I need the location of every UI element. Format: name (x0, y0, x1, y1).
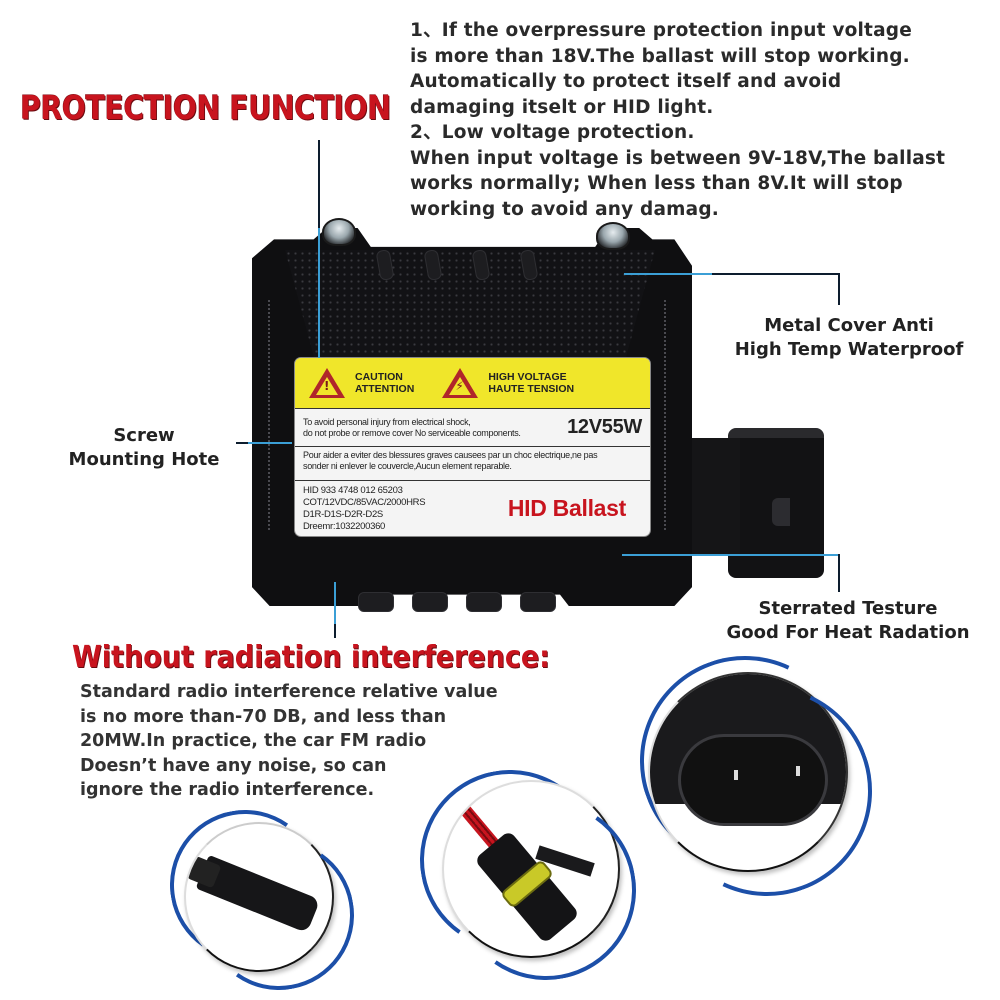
radiation-line: Doesn’t have any noise, so can (80, 755, 387, 776)
warning-strip: ! CAUTION ATTENTION ⚡ HIGH VOLTAGE HAUTE… (295, 358, 650, 408)
callout-line: Mounting Hote (68, 449, 220, 470)
protection-line: 1、If the overpressure protection input v… (410, 20, 912, 41)
leader-line-radiation (334, 582, 336, 624)
callout-line: Metal Cover Anti (764, 315, 934, 336)
radiation-description: Standard radio interference relative val… (80, 680, 600, 803)
leader-line-radiation (334, 624, 336, 638)
spec-row: HID 933 4748 012 65203 COT/12VDC/85VAC/2… (295, 480, 650, 536)
callout-line: Screw (113, 425, 175, 446)
english-warning-row: To avoid personal injury from electrical… (295, 408, 650, 446)
cooling-rib (358, 592, 394, 612)
spec-line: Dreemr:1032200360 (303, 520, 386, 532)
detail-waterproof-connector (405, 755, 651, 995)
leader-line-metal-cover (838, 273, 840, 305)
radiation-line: Standard radio interference relative val… (80, 682, 498, 702)
warning-fr-line: sonder ni enlever le couvercle,Aucun ele… (303, 460, 512, 471)
leader-line-metal-cover (624, 273, 714, 275)
protection-line: Automatically to protect itself and avoi… (410, 71, 842, 92)
french-warning-row: Pour aider a eviter des blessures graves… (295, 446, 650, 480)
haute-tension-label: HAUTE TENSION (488, 383, 575, 395)
warning-en-line: To avoid personal injury from electrical… (303, 417, 471, 427)
protection-function-heading: PROTECTION FUNCTION (20, 88, 391, 127)
ballast-metal-cover (285, 250, 655, 360)
detail-oval-socket (610, 626, 902, 926)
callout-line: Good For Heat Radation (726, 622, 970, 643)
serrated-fins-left (268, 300, 282, 530)
cooling-rib (466, 592, 502, 612)
leader-line-serrated (838, 554, 840, 592)
leader-line-protection (318, 140, 320, 228)
callout-line: High Temp Waterproof (734, 339, 964, 360)
callout-metal-cover: Metal Cover Anti High Temp Waterproof (704, 314, 994, 362)
spec-list: HID 933 4748 012 65203 COT/12VDC/85VAC/2… (303, 484, 426, 533)
high-voltage-icon: ⚡ (442, 368, 479, 398)
serrated-fins-right (664, 300, 678, 530)
callout-line: Sterrated Testure (758, 598, 938, 619)
protection-line: working to avoid any damag. (410, 198, 720, 220)
protection-line: 2、Low voltage protection. (410, 122, 695, 143)
protection-line: When input voltage is between 9V-18V,The… (410, 147, 946, 169)
detail-circle (442, 780, 620, 958)
ballast-label-sticker: ! CAUTION ATTENTION ⚡ HIGH VOLTAGE HAUTE… (295, 358, 650, 536)
leader-line-metal-cover (712, 273, 798, 275)
leader-line-screw (236, 442, 248, 444)
radiation-heading: Without radiation interference: (72, 640, 550, 675)
callout-serrated: Sterrated Testure Good For Heat Radation (698, 597, 998, 645)
callout-screw: Screw Mounting Hote (44, 424, 244, 472)
mounting-screw-icon (322, 218, 356, 246)
radiation-line: 20MW.In practice, the car FM radio (80, 731, 427, 751)
protection-line: damaging itselt or HID light. (410, 96, 714, 118)
caution-warning-icon: ! (309, 368, 345, 398)
power-rating: 12V55W (567, 416, 642, 439)
protection-line: works normally; When less than 8V.It wil… (410, 173, 903, 194)
spec-line: COT/12VDC/85VAC/2000HRS (303, 496, 426, 508)
detail-circle (648, 672, 848, 872)
cooling-rib (412, 592, 448, 612)
leader-line-protection (318, 228, 320, 358)
socket-pin-icon (734, 770, 738, 780)
product-name: HID Ballast (507, 495, 626, 522)
warning-en-line: do not probe or remove cover No servicea… (303, 427, 521, 438)
spec-line: D1R-D1S-D2R-D2S (303, 508, 383, 520)
radiation-line: ignore the radio interference. (80, 780, 375, 800)
leader-line-serrated (622, 554, 840, 556)
oval-plug-socket-icon (678, 734, 828, 826)
mounting-screw-icon (596, 222, 630, 250)
attention-label: ATTENTION (355, 383, 415, 395)
connector-neck (690, 438, 740, 556)
caution-label: CAUTION (355, 371, 403, 383)
protection-description: 1、If the overpressure protection input v… (410, 18, 1000, 222)
leader-line-screw (248, 442, 292, 444)
leader-line-metal-cover (796, 273, 840, 275)
warning-fr-line: Pour aider a eviter des blessures graves… (303, 450, 598, 460)
high-voltage-label: HIGH VOLTAGE (488, 371, 567, 383)
detail-circle (184, 822, 334, 972)
detail-bullet-connector (158, 798, 366, 1000)
connector-latch (772, 498, 790, 526)
caution-text: CAUTION ATTENTION (355, 371, 414, 395)
high-voltage-text: HIGH VOLTAGE HAUTE TENSION (488, 371, 574, 395)
radiation-line: is no more than-70 DB, and less than (80, 706, 447, 727)
socket-pin-icon (796, 766, 800, 776)
protection-line: is more than 18V.The ballast will stop w… (410, 45, 910, 67)
spec-line: HID 933 4748 012 65203 (303, 484, 403, 496)
cooling-rib (520, 592, 556, 612)
